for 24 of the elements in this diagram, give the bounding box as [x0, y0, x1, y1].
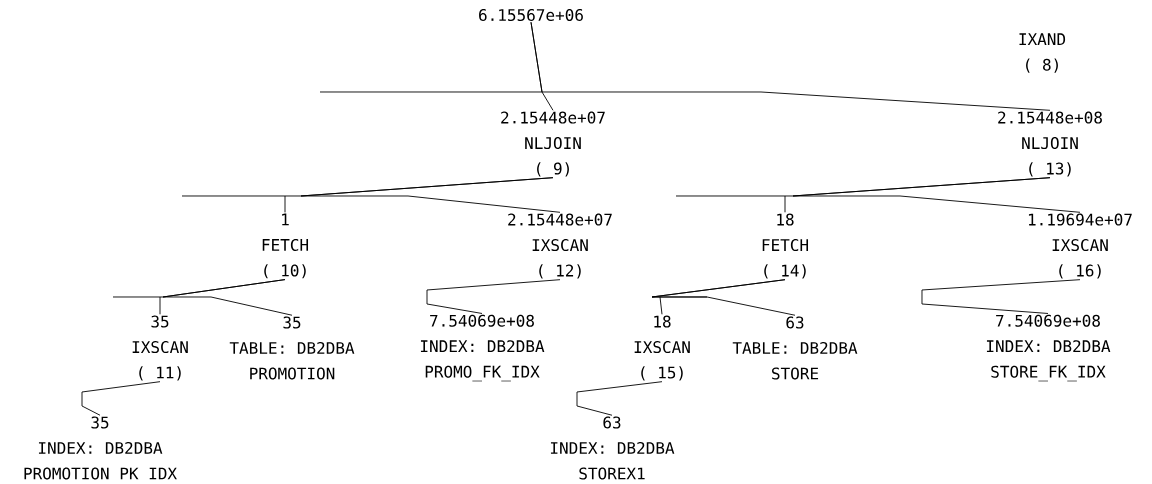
cardinality-label: 6.15567e+06 — [479, 8, 583, 22]
tree-connector — [792, 177, 1081, 213]
plan-operator-label: 1 FETCH ( 10) — [262, 213, 308, 279]
tree-connector — [162, 279, 293, 316]
plan-operator-label: 2.15448e+07 NLJOIN ( 9) — [501, 111, 605, 177]
plan-operator-label: 63 INDEX: DB2DBA STOREX1 — [550, 416, 675, 480]
tree-connector — [426, 279, 561, 314]
tree-connector — [921, 279, 1081, 314]
plan-operator-label: 2.15448e+07 IXSCAN ( 12) — [508, 213, 612, 279]
plan-operator-label: 35 INDEX: DB2DBA PROMOTION PK IDX — [24, 416, 177, 480]
tree-connector — [530, 21, 1051, 111]
plan-operator-label: 7.54069e+08 INDEX: DB2DBA STORE_FK_IDX — [986, 314, 1111, 382]
plan-operator-label: 2.15448e+08 NLJOIN ( 13) — [998, 111, 1102, 177]
plan-operator-label: 1.19694e+07 IXSCAN ( 16) — [1028, 213, 1132, 279]
tree-connector — [81, 381, 161, 416]
tree-connector — [576, 381, 663, 416]
plan-operator-label: 35 IXSCAN ( 11) — [132, 315, 188, 381]
plan-operator-label: 7.54069e+08 INDEX: DB2DBA PROMO_FK_IDX — [420, 314, 545, 382]
plan-operator-label: 18 FETCH ( 14) — [762, 213, 808, 279]
tree-connector — [300, 177, 561, 213]
plan-operator-label: 18 IXSCAN ( 15) — [634, 315, 690, 381]
operator-label: IXAND ( 8) — [1019, 33, 1066, 73]
plan-operator-label: 63 TABLE: DB2DBA STORE — [732, 316, 858, 380]
plan-operator-label: 35 TABLE: DB2DBA PROMOTION — [229, 316, 355, 380]
